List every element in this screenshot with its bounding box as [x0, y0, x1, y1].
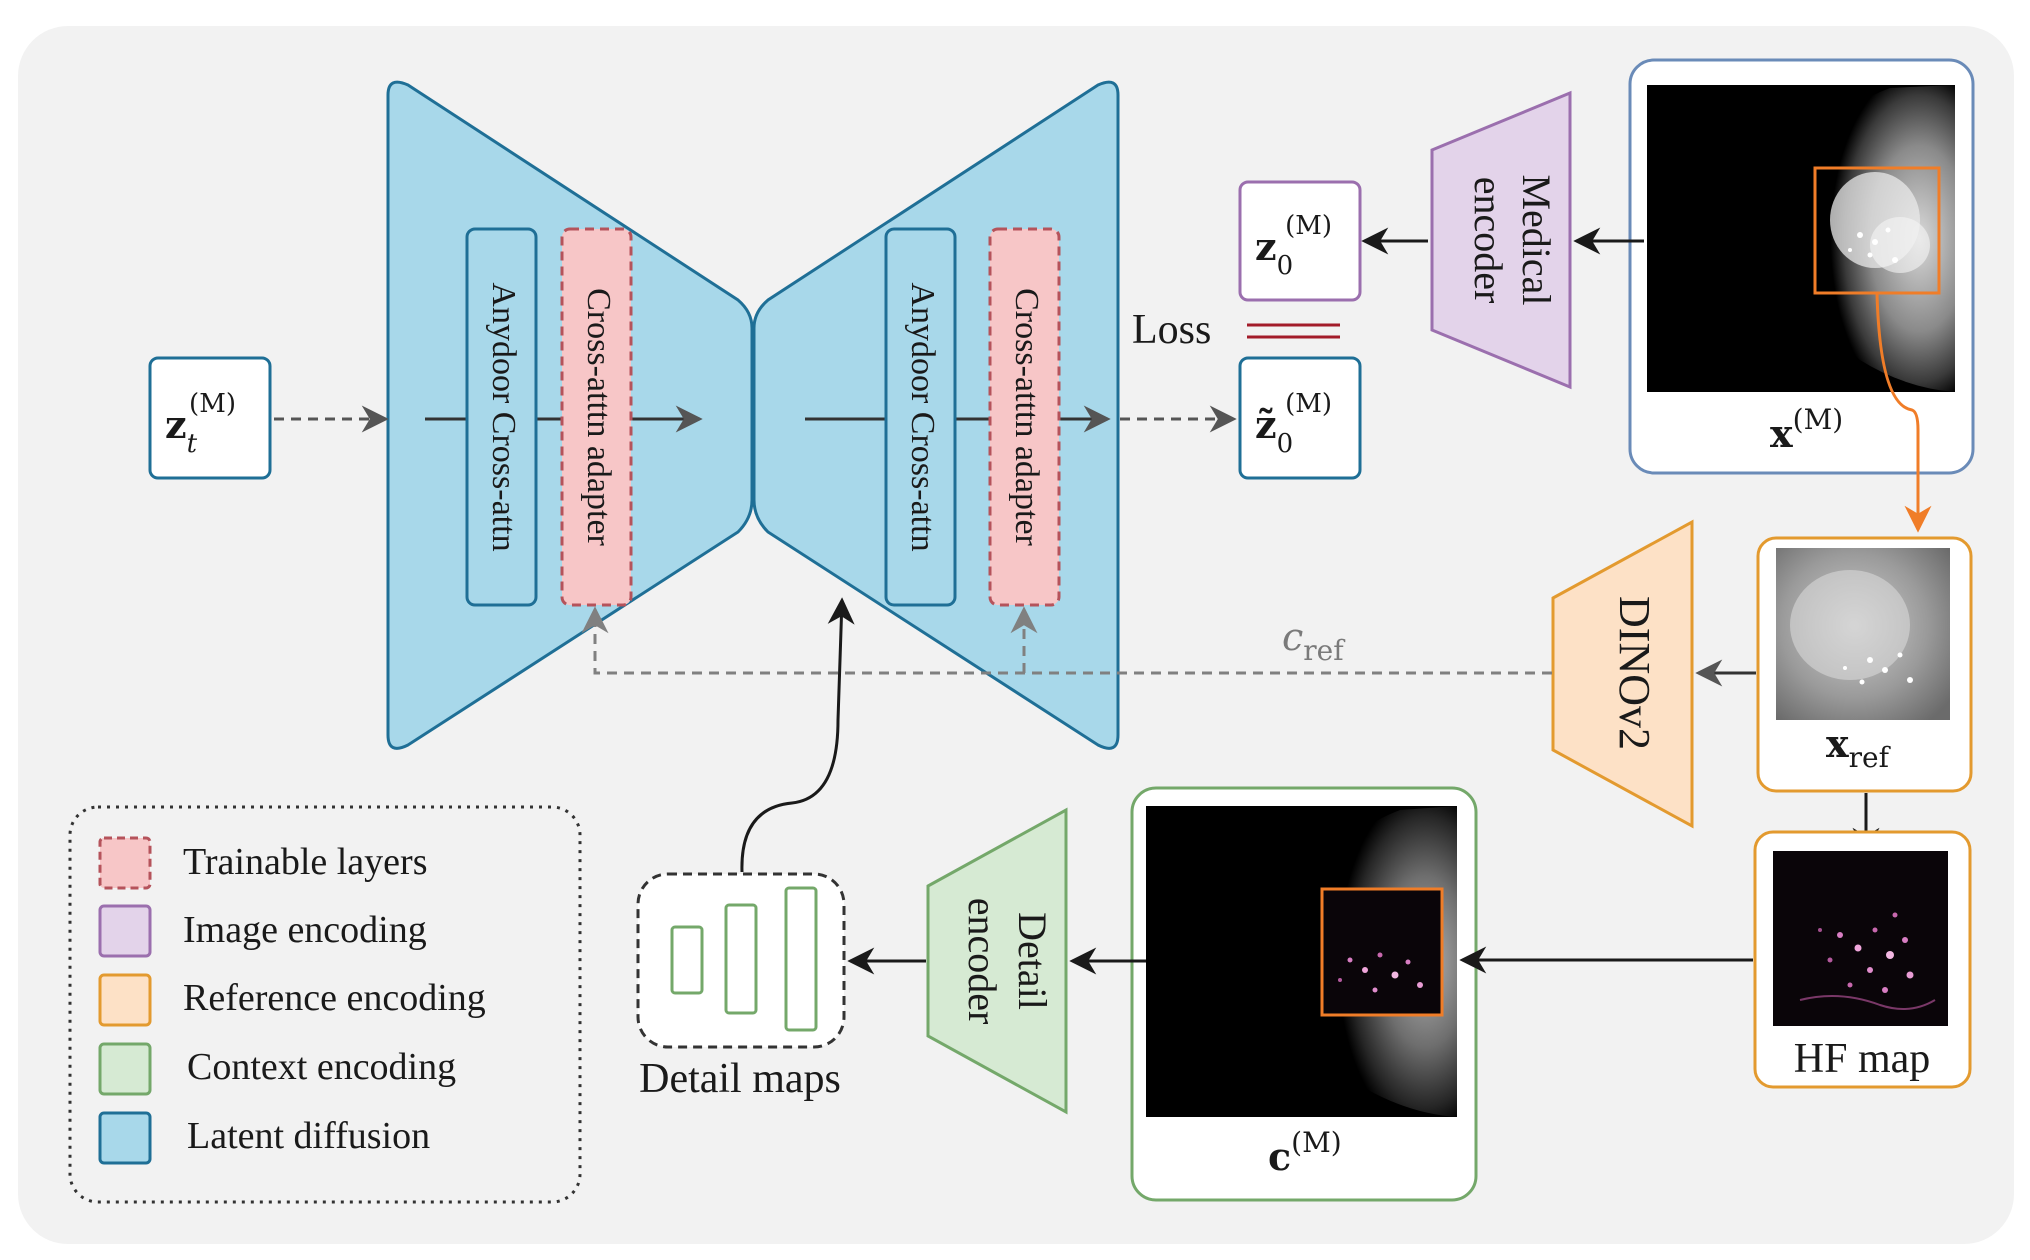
crop-to-x-ref-arrow: [1875, 292, 1932, 533]
hf-map-image: [1773, 851, 1948, 1026]
c-ref-to-encoder-adapter-arrow: [581, 606, 1552, 675]
legend-label-latent-diffusion: Latent diffusion: [187, 1115, 430, 1157]
z0-tilde-node: [1238, 356, 1362, 480]
encoder-crossattn-adapter-label: Cross-atttn adapter: [580, 288, 617, 546]
decoder-anydoor-crossattn-block: [884, 227, 957, 607]
legend-label-image-encoding: Image encoding: [183, 909, 427, 951]
dinov2-shape: [1551, 519, 1694, 829]
decoder-crossattn-adapter-label: Cross-atttn adapter: [1008, 288, 1045, 546]
detail-encoder-label-line2: encoder: [960, 898, 1005, 1025]
c-m-crop-highlight: [1320, 887, 1444, 1017]
hf-map-label: HF map: [1794, 1036, 1931, 1082]
medical-encoder-label-line2: encoder: [1466, 177, 1511, 304]
detail-encoder-shape: [926, 807, 1068, 1115]
x-m-label: x(M): [1770, 403, 1843, 456]
legend-label-reference-encoding: Reference encoding: [183, 977, 486, 1019]
detail-maps-label: Detail maps: [639, 1056, 841, 1102]
legend-items: Trainable layers Image encoding Referenc…: [98, 836, 486, 1165]
loss-label: Loss: [1132, 307, 1211, 353]
detail-map-small: [670, 925, 704, 995]
z-t-label: zt(M): [165, 389, 236, 459]
legend-swatch-trainable: [98, 836, 152, 890]
x-ref-image: [1776, 548, 1950, 720]
legend-label-context-encoding: Context encoding: [187, 1046, 456, 1088]
dinov2-label: DINOv2: [1610, 596, 1659, 750]
medical-encoder-label-line1: Medical: [1514, 174, 1559, 305]
x-m-mammogram-image: [1647, 85, 1955, 392]
legend-box: [68, 805, 582, 1204]
decoder-anydoor-crossattn-label: Anydoor Cross-attn: [904, 282, 941, 551]
detail-map-medium: [724, 903, 758, 1015]
medical-encoder-shape: [1430, 90, 1572, 390]
z-t-node: [148, 356, 272, 480]
legend-swatch-image-encoding: [98, 904, 152, 958]
c-m-masked-image: [1146, 806, 1457, 1117]
z0-node: [1238, 180, 1362, 302]
detail-maps-to-unet-arrow: [740, 597, 855, 873]
x-ref-label: xref: [1826, 721, 1892, 774]
z0-tilde-label: z̃0(M): [1255, 389, 1332, 459]
c-m-label: c(M): [1268, 1126, 1342, 1179]
legend-swatch-context-encoding: [98, 1042, 152, 1096]
encoder-anydoor-crossattn-label: Anydoor Cross-attn: [485, 282, 522, 551]
z0-label: z0(M): [1255, 211, 1332, 281]
c-ref-label: cref: [1282, 615, 1346, 667]
detail-maps-box: [636, 872, 846, 1049]
encoder-anydoor-crossattn-block: [465, 227, 538, 607]
decoder-crossattn-adapter-block: [988, 227, 1061, 607]
detail-map-large: [784, 886, 818, 1032]
encoder-crossattn-adapter-block: [560, 227, 633, 607]
legend-label-trainable: Trainable layers: [183, 841, 427, 883]
legend-swatch-latent-diffusion: [98, 1111, 152, 1165]
detail-encoder-label-line1: Detail: [1010, 912, 1055, 1010]
legend-swatch-reference-encoding: [98, 973, 152, 1027]
